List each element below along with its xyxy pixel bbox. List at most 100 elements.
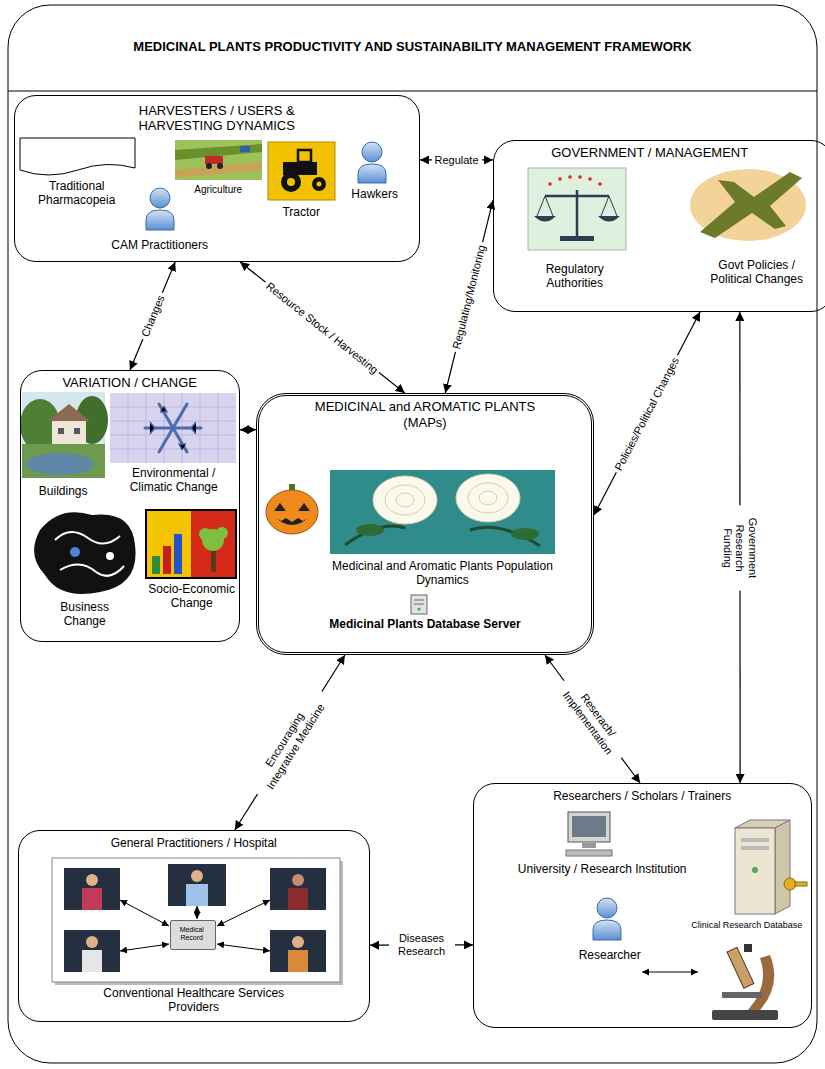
- pumpkin-icon: [298, 503, 310, 511]
- icon-caption: Medicinal and Aromatic Plants Population…: [330, 559, 555, 588]
- database-tower-icon: [741, 846, 769, 850]
- box-heading: General Practitioners / Hospital: [18, 836, 370, 850]
- computer-icon: [566, 812, 612, 856]
- scales-icon: [545, 196, 553, 216]
- scales-icon: [558, 177, 562, 181]
- climate-picture: [110, 393, 236, 463]
- database-tower-icon: [775, 820, 790, 914]
- database-tower-icon: [741, 838, 769, 842]
- central-box: MEDICINAL and AROMATIC PLANTS (MAPs) Medi…: [256, 393, 594, 655]
- staff-illustration: [217, 900, 270, 926]
- roses-picture: [373, 476, 437, 524]
- icon-caption: Agriculture: [175, 184, 262, 196]
- socio-economic-picture: [211, 548, 216, 572]
- socio-economic-picture: [191, 510, 236, 578]
- roses-picture: [385, 485, 425, 515]
- edge-label: Government Research Funding: [721, 505, 759, 590]
- climate-picture: [159, 404, 187, 452]
- icon-caption: University / Research Institution: [485, 862, 720, 876]
- business-picture: [34, 512, 135, 594]
- edge-label: Encouraging Integrative Medicine: [247, 685, 333, 801]
- socio-economic-picture: [152, 556, 160, 574]
- staff-illustration: [86, 936, 98, 948]
- connector: [445, 200, 493, 393]
- database-tower-icon: [795, 882, 807, 886]
- business-picture: [34, 512, 135, 594]
- buildings-picture: [48, 404, 90, 421]
- climate-picture: [150, 422, 196, 434]
- icon-caption: Socio-Economic Change: [148, 582, 236, 611]
- group-box: GOVERNMENT / MANAGEMENTRegulatory Author…: [493, 140, 825, 312]
- agriculture-picture: [206, 163, 212, 169]
- icon-caption: Regulatory Authorities: [520, 262, 630, 291]
- staff-illustration: [52, 858, 343, 985]
- database-tower-icon: [735, 820, 807, 914]
- socio-economic-picture: [199, 528, 211, 540]
- pumpkin-icon: [276, 518, 308, 525]
- business-picture: [106, 552, 114, 560]
- edge-label: Diseases Research: [389, 932, 455, 957]
- climate-picture: [110, 393, 236, 463]
- outer-frame: [8, 91, 817, 92]
- icon-caption: Hawkers: [340, 187, 410, 201]
- icon-caption: Buildings: [22, 484, 105, 498]
- buildings-picture: [20, 392, 108, 478]
- roses-picture: [396, 493, 414, 507]
- person-icon: [358, 164, 386, 183]
- staff-illustration: [288, 950, 308, 972]
- scales-icon: [528, 168, 626, 250]
- microscope-icon: [712, 1010, 778, 1020]
- plane-icon: [690, 169, 806, 241]
- tractor-icon: [317, 182, 322, 187]
- record-label: Medical Record: [171, 926, 213, 943]
- person-icon: [362, 142, 382, 162]
- agriculture-picture: [175, 162, 262, 178]
- icon-caption: CAM Practitioners: [90, 238, 230, 252]
- pumpkin-icon: [266, 490, 318, 534]
- staff-illustration: [270, 868, 326, 910]
- scales-icon: [537, 196, 545, 216]
- connector: [235, 655, 345, 830]
- database-tower-icon: [784, 878, 796, 890]
- server-icon: [414, 604, 424, 605]
- staff-illustration: [288, 888, 308, 910]
- person-icon: [150, 188, 170, 208]
- icon-caption: Business Change: [45, 600, 125, 629]
- icon-caption: Clinical Research Database: [686, 920, 808, 931]
- scales-icon: [601, 196, 609, 216]
- staff-illustration: [217, 944, 270, 951]
- climate-picture: [150, 406, 196, 450]
- climate-picture: [110, 393, 236, 463]
- climate-picture: [160, 406, 186, 450]
- person-icon: [146, 210, 174, 230]
- staff-illustration: [64, 930, 120, 972]
- box-heading: MEDICINAL and AROMATIC PLANTS (MAPs): [295, 399, 555, 430]
- plane-icon: [690, 169, 806, 241]
- connector: [545, 655, 640, 783]
- server-icon: [418, 608, 421, 611]
- socio-economic-picture: [146, 510, 236, 578]
- microscope-icon: [744, 944, 752, 952]
- staff-illustration: [191, 870, 203, 882]
- scales-icon: [528, 168, 626, 250]
- business-picture: [70, 547, 80, 557]
- server-icon: [411, 595, 427, 614]
- box-heading: VARIATION / CHANGE: [20, 375, 240, 391]
- scales-icon: [548, 182, 552, 186]
- edge-label: Policies/Political Changes: [611, 352, 683, 475]
- business-picture: [55, 532, 120, 544]
- group-box: General Practitioners / HospitalConventi…: [18, 830, 370, 1022]
- connector: [130, 262, 175, 370]
- socio-economic-picture: [216, 527, 228, 539]
- person-icon: [597, 898, 617, 918]
- computer-icon: [566, 850, 612, 856]
- scales-icon: [609, 196, 617, 216]
- connector: [240, 429, 256, 430]
- staff-illustration: [197, 906, 198, 919]
- socio-economic-picture: [146, 510, 236, 578]
- roses-picture: [330, 470, 555, 554]
- buildings-picture: [74, 428, 80, 434]
- staff-illustration: [168, 864, 226, 906]
- person-icon: [593, 898, 621, 940]
